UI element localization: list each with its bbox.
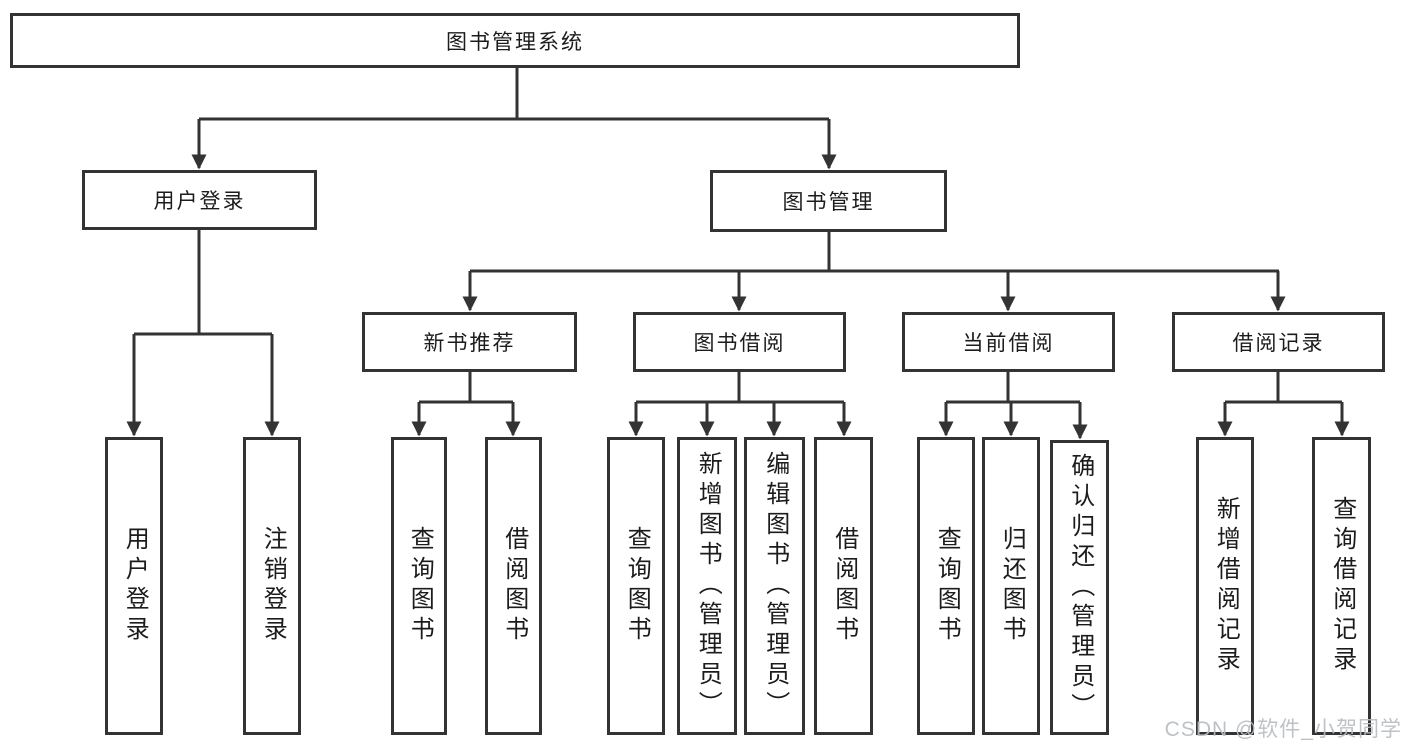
node-borrow-records: 借阅记录: [1172, 312, 1385, 372]
leaf-records-query-record: 查询借阅记录: [1312, 437, 1371, 735]
leaf-recommend-query-books: 查询图书: [391, 437, 447, 735]
node-user-login: 用户登录: [82, 170, 317, 230]
node-book-management: 图书管理: [710, 170, 947, 232]
connector-trunks: [134, 68, 1342, 404]
leaf-borrow-add-books-admin: 新增图书（管理员）: [677, 437, 737, 735]
leaf-borrow-query-books: 查询图书: [607, 437, 665, 735]
csdn-watermark: CSDN @软件_小贺同学: [1164, 718, 1402, 741]
node-root: 图书管理系统: [10, 13, 1020, 68]
leaf-borrow-borrow-books: 借阅图书: [814, 437, 873, 735]
node-book-borrow: 图书借阅: [633, 312, 846, 372]
node-new-book-recommend: 新书推荐: [362, 312, 577, 372]
leaf-borrow-edit-books-admin: 编辑图书（管理员）: [744, 437, 805, 735]
node-current-borrow: 当前借阅: [902, 312, 1115, 372]
leaf-current-return-books: 归还图书: [982, 437, 1040, 735]
leaf-user-login: 用户登录: [105, 437, 163, 735]
leaf-recommend-borrow-books: 借阅图书: [485, 437, 542, 735]
leaf-current-query-books: 查询图书: [917, 437, 975, 735]
leaf-records-add-record: 新增借阅记录: [1196, 437, 1254, 735]
leaf-logout: 注销登录: [243, 437, 301, 735]
leaf-current-confirm-return-admin: 确认归还（管理员）: [1050, 440, 1109, 735]
